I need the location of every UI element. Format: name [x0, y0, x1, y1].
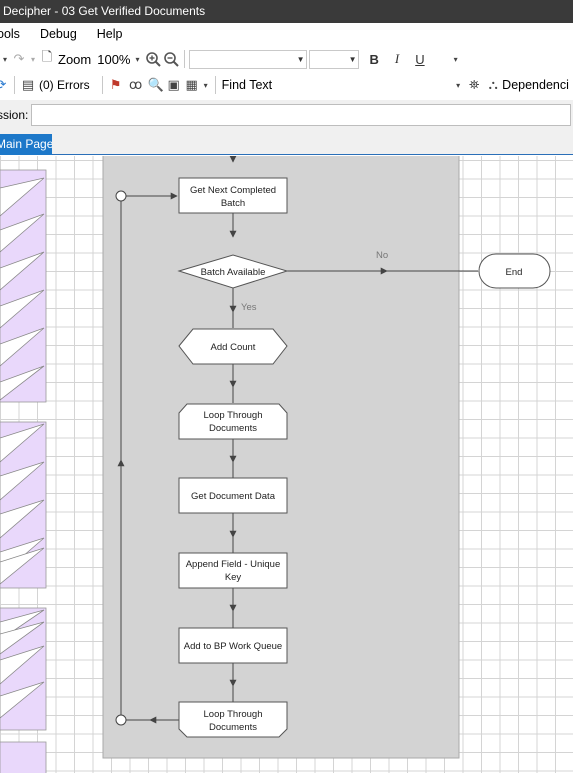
- errors-button[interactable]: (0) Errors: [39, 78, 90, 92]
- stage-end[interactable]: End: [478, 253, 551, 289]
- svg-text:Get Next Completed: Get Next Completed: [190, 185, 276, 196]
- tab-main-page[interactable]: Main Page: [0, 134, 52, 155]
- zoom-value[interactable]: 100%: [97, 51, 131, 67]
- loop-block: [102, 156, 460, 759]
- zoom-label: Zoom: [58, 51, 92, 67]
- menu-debug[interactable]: Debug: [39, 27, 77, 41]
- menu-bar: ools Debug Help: [0, 23, 573, 45]
- calc-add-count[interactable]: Add Count: [178, 328, 288, 365]
- find-text-input[interactable]: [276, 76, 452, 94]
- loop-start-through-documents[interactable]: Loop Through Documents: [178, 403, 288, 440]
- left-swimlane: [0, 169, 47, 773]
- menu-tools[interactable]: ools: [0, 27, 20, 41]
- validate-page-icon[interactable]: 🗋: [41, 49, 53, 64]
- main-toolbar: ▾ ↷ ▾ 🗋 Zoom 100% ▾ ▼ ▼ B I U ▾: [0, 46, 573, 72]
- stage-append-field-unique-key[interactable]: Append Field - Unique Key: [178, 552, 288, 589]
- page-view-icon[interactable]: ▣: [167, 77, 180, 92]
- errors-list-icon[interactable]: ▤: [21, 77, 35, 92]
- zoom-dropdown-icon[interactable]: ▾: [135, 54, 140, 64]
- menu-help[interactable]: Help: [96, 27, 123, 41]
- svg-text:Batch Available: Batch Available: [201, 267, 266, 278]
- bold-button[interactable]: B: [369, 51, 379, 67]
- toolbar-separator: [101, 76, 103, 94]
- watch-glasses-icon[interactable]: ꝏ: [129, 77, 143, 92]
- flow-diagram: No Yes Get Next Completed Batch Batch Av…: [0, 156, 551, 773]
- redo-icon[interactable]: ↷: [13, 51, 25, 66]
- session-field[interactable]: [31, 104, 571, 126]
- stage-get-next-completed-batch[interactable]: Get Next Completed Batch: [178, 177, 288, 214]
- stage-get-document-data[interactable]: Get Document Data: [178, 477, 288, 514]
- dependencies-icon[interactable]: ⛬: [488, 77, 498, 92]
- color-dropdown-icon[interactable]: ▾: [453, 54, 458, 64]
- no-label: No: [376, 250, 388, 261]
- page-tabs: Main Page: [0, 130, 573, 155]
- svg-text:Add Count: Add Count: [211, 342, 256, 353]
- debug-toolbar: ⟳ ▤ (0) Errors ⚑ ꝏ 🔍 ▣ ▦ ▾ Find Text ▾ ⛯…: [0, 72, 573, 98]
- session-bar: ssion:: [0, 100, 573, 130]
- svg-text:Documents: Documents: [209, 423, 257, 434]
- font-family-select[interactable]: ▼: [189, 49, 308, 69]
- svg-text:Batch: Batch: [221, 198, 245, 209]
- find-dropdown-icon[interactable]: ▾: [456, 80, 461, 90]
- breakpoint-flag-icon[interactable]: ⚑: [109, 77, 122, 92]
- svg-text:Add to BP Work Queue: Add to BP Work Queue: [184, 641, 282, 652]
- svg-text:Loop Through: Loop Through: [204, 410, 263, 421]
- window-title: Decipher - 03 Get Verified Documents: [0, 0, 573, 23]
- dependencies-button[interactable]: Dependenci: [502, 78, 569, 92]
- loop-end-through-documents[interactable]: Loop Through Documents: [178, 701, 288, 738]
- underline-button[interactable]: U: [415, 51, 425, 67]
- decision-batch-available[interactable]: Batch Available: [177, 254, 289, 289]
- loop-junction-bottom: [115, 714, 127, 726]
- svg-text:Append Field - Unique: Append Field - Unique: [186, 559, 281, 570]
- grid-view-icon[interactable]: ▦: [185, 77, 198, 92]
- session-label: ssion:: [0, 108, 29, 122]
- undo-dropdown-icon[interactable]: ▾: [2, 54, 7, 64]
- search-document-icon[interactable]: 🔍: [147, 77, 164, 92]
- svg-text:Loop Through: Loop Through: [204, 709, 263, 720]
- svg-text:End: End: [506, 267, 523, 278]
- find-text-label: Find Text: [221, 78, 273, 92]
- zoom-out-icon[interactable]: [162, 50, 180, 68]
- toolbar-separator: [184, 50, 186, 68]
- process-canvas[interactable]: No Yes Get Next Completed Batch Batch Av…: [0, 156, 573, 773]
- font-size-select[interactable]: ▼: [309, 49, 360, 69]
- stage-add-to-bp-work-queue[interactable]: Add to BP Work Queue: [178, 627, 288, 664]
- svg-text:Documents: Documents: [209, 722, 257, 733]
- svg-text:Get Document Data: Get Document Data: [191, 491, 276, 502]
- refresh-icon[interactable]: ⟳: [0, 77, 7, 92]
- toolbar-separator: [214, 76, 216, 94]
- view-dropdown-icon[interactable]: ▾: [203, 80, 208, 90]
- zoom-in-icon[interactable]: [144, 50, 162, 68]
- yes-label: Yes: [241, 302, 257, 313]
- find-binoculars-icon[interactable]: ⛯: [468, 77, 480, 92]
- svg-text:Key: Key: [225, 572, 242, 583]
- redo-dropdown-icon[interactable]: ▾: [30, 54, 35, 64]
- toolbar-separator: [14, 76, 15, 94]
- loop-junction-top: [115, 190, 127, 202]
- italic-button[interactable]: I: [394, 51, 400, 66]
